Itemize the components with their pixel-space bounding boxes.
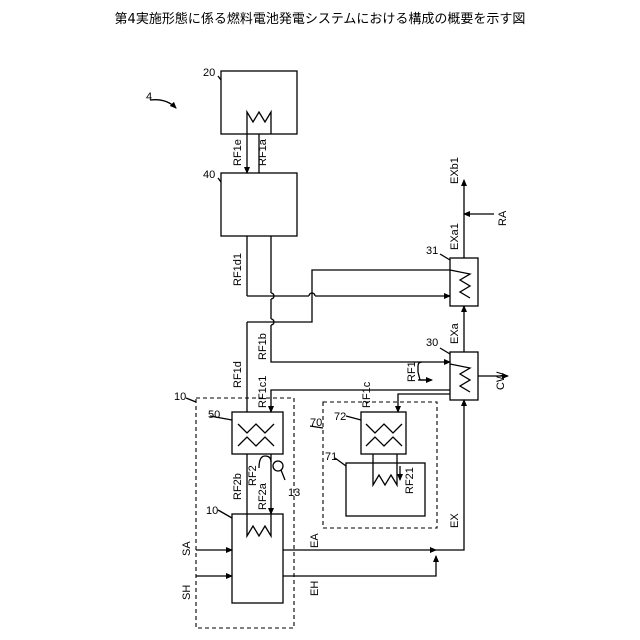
label-50: 50: [208, 409, 220, 421]
leader-72: [346, 416, 361, 420]
label-13: 13: [288, 487, 300, 499]
label-20: 20: [203, 67, 215, 79]
label-RF2a: RF2a: [257, 482, 269, 510]
leader-10a: [186, 398, 196, 402]
label-EXb1: EXb1: [449, 157, 461, 184]
component-40: [221, 173, 297, 236]
label-10b: 10: [206, 505, 218, 517]
label-CW: CW: [495, 371, 507, 390]
label-system-4: 4: [146, 91, 152, 103]
label-31: 31: [426, 245, 438, 257]
label-RF2b: RF2b: [232, 473, 244, 500]
label-RF1d: RF1d: [232, 361, 244, 388]
label-RF1a: RF1a: [257, 138, 269, 166]
flow-RF1b-lower: [271, 325, 450, 362]
flow-RF1-loop-top: [418, 362, 422, 372]
label-EXa: EXa: [449, 322, 461, 344]
label-RF1e: RF1e: [232, 139, 244, 166]
heat-exchanger-50: [232, 412, 283, 454]
label-72: 72: [334, 411, 346, 423]
label-SH: SH: [181, 585, 193, 600]
label-RF1d1: RF1d1: [232, 253, 244, 286]
leader-31: [440, 254, 450, 260]
label-70: 70: [310, 417, 322, 429]
label-40: 40: [203, 169, 215, 181]
label-RF2: RF2: [247, 465, 259, 486]
label-RF1c1: RF1c1: [257, 376, 269, 408]
label-71: 71: [325, 451, 337, 463]
label-RF1c: RF1c: [361, 381, 373, 408]
label-EH: EH: [309, 581, 321, 596]
component-20: [221, 71, 297, 134]
flow-RF2-loop: [259, 456, 271, 468]
label-30: 30: [426, 337, 438, 349]
leader-13: [281, 470, 285, 480]
label-10a: 10: [174, 391, 186, 403]
label-RA: RA: [497, 210, 509, 226]
fuel-cell-10: [232, 514, 283, 603]
flow-RF1-loop: [418, 372, 430, 380]
label-EA: EA: [309, 533, 321, 548]
pump-13: [273, 461, 283, 471]
label-RF1: RF1: [406, 361, 418, 382]
flow-EH: [283, 556, 436, 576]
heat-exchanger-72: [361, 412, 406, 454]
label-RF21: RF21: [404, 467, 416, 494]
leader-30: [440, 348, 450, 354]
label-RF1b: RF1b: [257, 333, 269, 360]
label-EXa1: EXa1: [449, 223, 461, 250]
label-SA: SA: [181, 541, 193, 556]
label-EX: EX: [449, 513, 461, 528]
leader-10b: [218, 510, 232, 518]
system-4-pointer: [150, 100, 176, 108]
flow-RF1c: [398, 394, 450, 412]
